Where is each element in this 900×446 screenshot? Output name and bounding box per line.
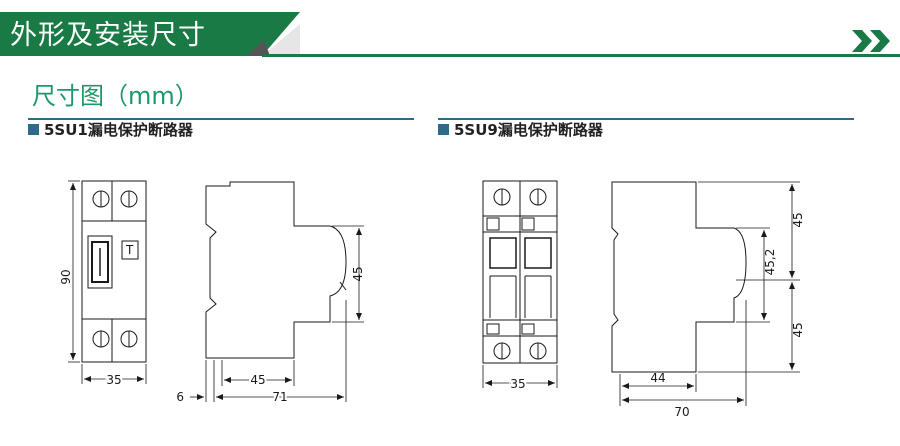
- dim-front-height: 90: [59, 269, 73, 284]
- product-heading-5su1: 5SU1漏电保护断路器: [28, 118, 414, 142]
- dim-side-offset: 6: [176, 390, 184, 404]
- test-button-label: T: [125, 243, 134, 257]
- dim-middle: 45,2: [763, 249, 777, 276]
- product-name: 5SU9漏电保护断路器: [454, 121, 603, 139]
- dim-side-inner: 44: [650, 371, 665, 385]
- 5su1-side-view: [205, 181, 347, 359]
- product-heading-5su9: 5SU9漏电保护断路器: [438, 118, 854, 142]
- 5su9-side-view: [611, 181, 747, 373]
- dim-front-width: 35: [106, 373, 121, 387]
- page-title: 外形及安装尺寸: [10, 20, 206, 51]
- header-bar: [0, 12, 900, 57]
- dim-upper: 45: [791, 212, 805, 227]
- dim-front-width: 35: [510, 377, 525, 391]
- section-title: 尺寸图（mm）: [32, 82, 199, 110]
- 5su9-front-view: [482, 180, 558, 364]
- dim-lower: 45: [791, 322, 805, 337]
- bullet-square-icon: [28, 124, 39, 135]
- dim-side-height: 45: [351, 266, 365, 281]
- dim-side-total: 70: [674, 405, 689, 419]
- dim-side-total: 71: [272, 390, 287, 404]
- bullet-square-icon: [438, 124, 449, 135]
- product-name: 5SU1漏电保护断路器: [44, 121, 193, 139]
- 5su1-front-view: [81, 180, 147, 363]
- double-chevron-right-icon: [852, 30, 890, 52]
- dim-side-inner: 45: [250, 373, 265, 387]
